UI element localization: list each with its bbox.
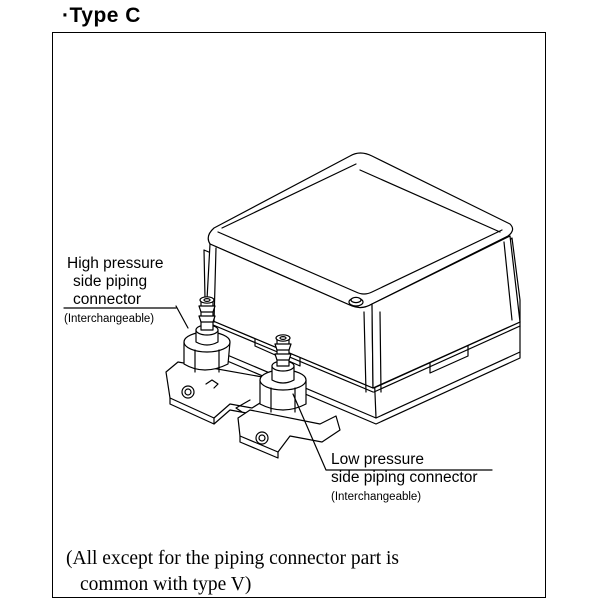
low-pressure-label-line1: Low pressure xyxy=(331,451,425,468)
footnote-line2: common with type V) xyxy=(80,574,252,595)
high-pressure-interchangeable-note: (Interchangeable) xyxy=(64,313,155,325)
footnote-line1: (All except for the piping connector par… xyxy=(66,548,400,569)
footnote: (All except for the piping connector par… xyxy=(66,546,399,598)
right-bracket xyxy=(235,399,341,459)
low-leader-line xyxy=(292,393,493,471)
high-leader-line xyxy=(175,305,189,329)
high-pressure-label-line2: side piping xyxy=(73,273,148,290)
low-pressure-label-line2: side piping connector xyxy=(331,469,478,486)
high-pressure-label-line3: connector xyxy=(73,291,142,308)
high-pressure-label-line1: High pressure xyxy=(67,255,164,272)
section-heading: ·Type C xyxy=(62,4,141,27)
low-pressure-interchangeable-note: (Interchangeable) xyxy=(331,491,422,503)
high-pressure-connector xyxy=(183,296,231,373)
low-pressure-connector xyxy=(259,334,307,413)
box-lid xyxy=(205,152,521,393)
